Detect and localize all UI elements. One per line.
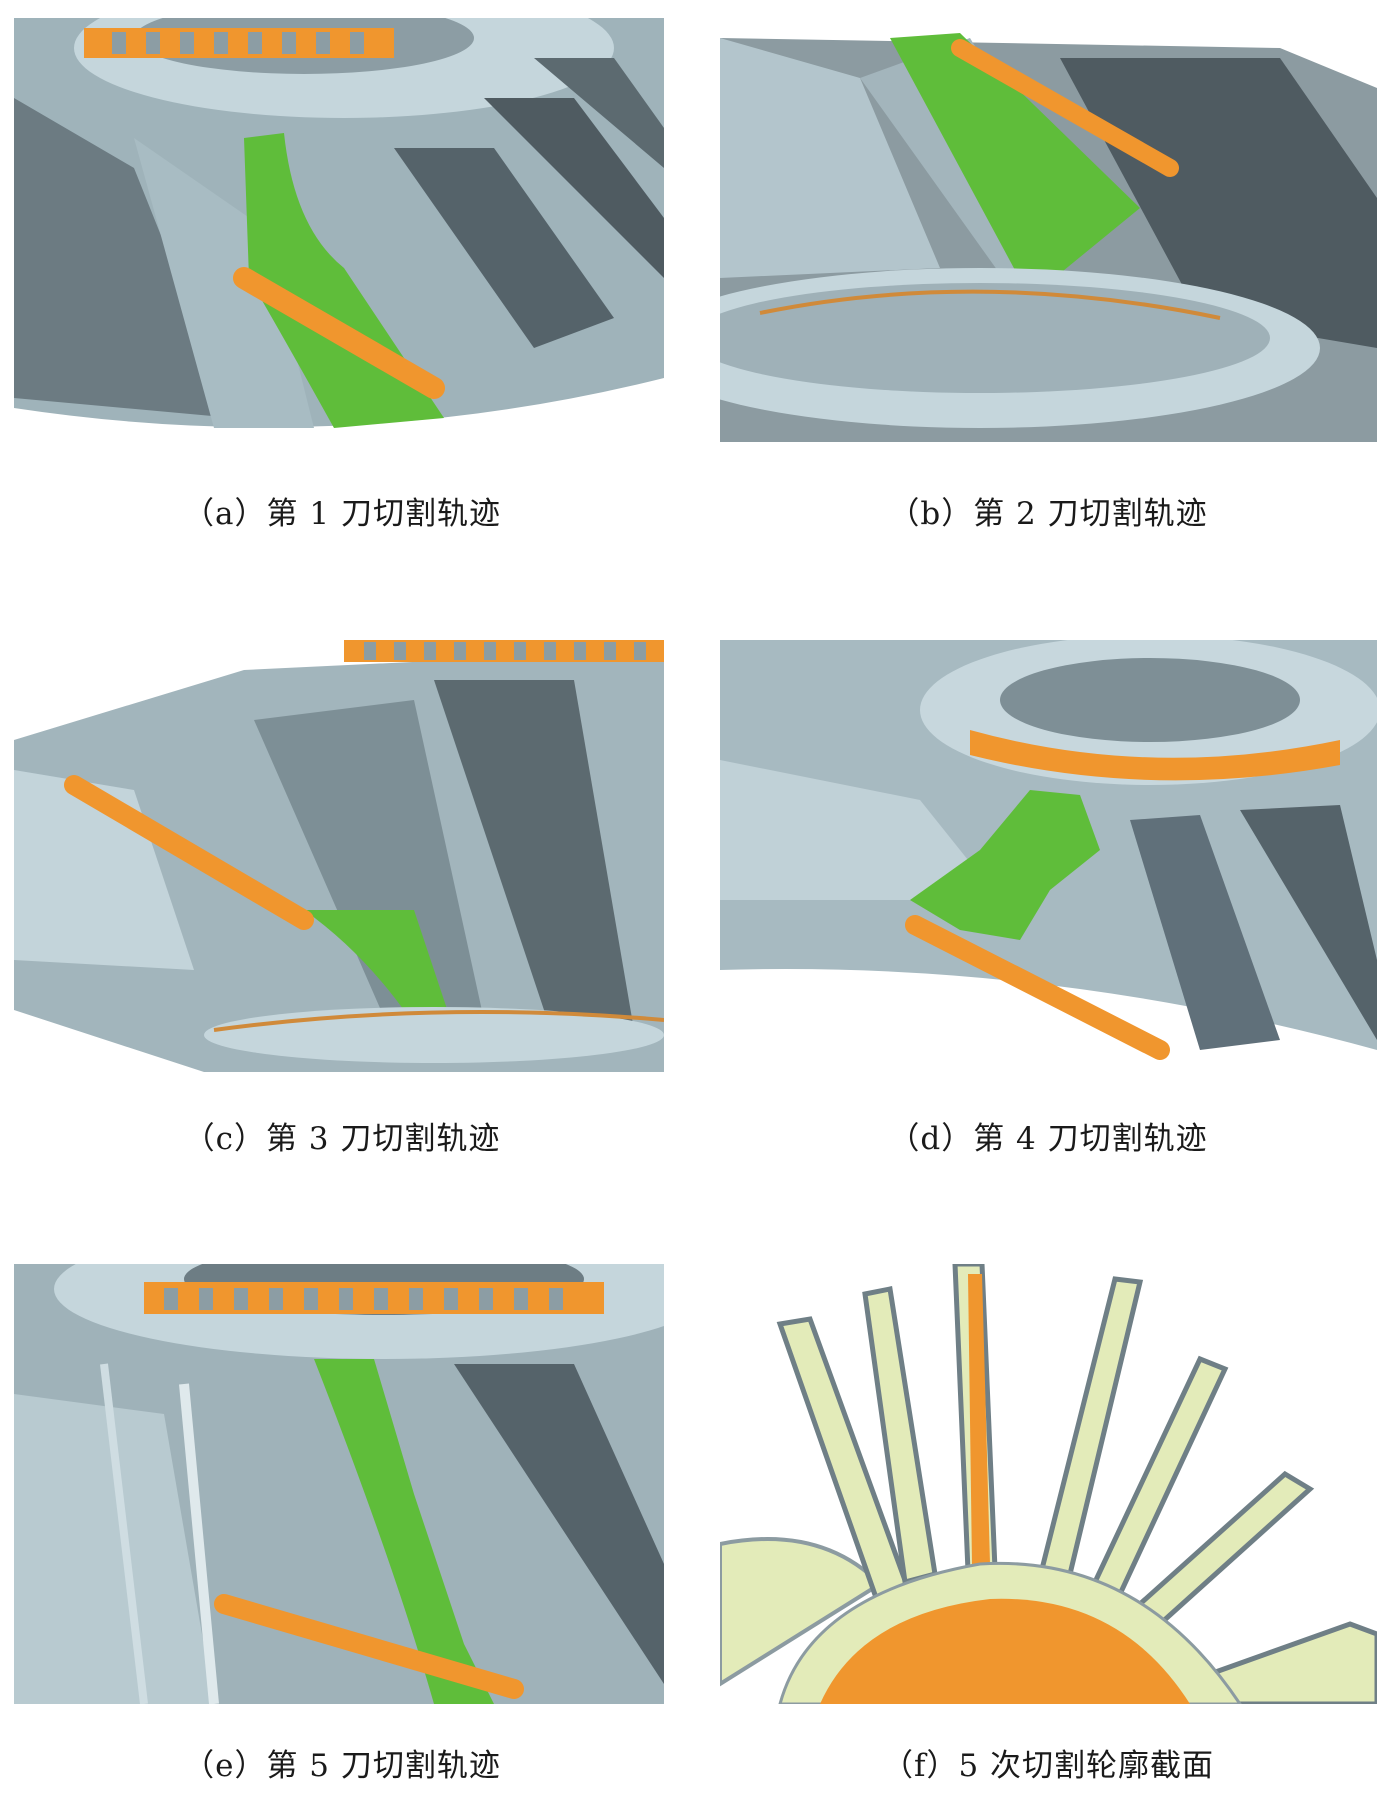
panel-e-cut5-trajectory-image [14,1264,664,1704]
caption-e: （e）第 5 刀切割轨迹 [183,1748,501,1784]
panel-b-cut2-trajectory-image [720,18,1377,442]
caption-b: （b）第 2 刀切割轨迹 [888,496,1208,532]
panel-c-cut3-trajectory-image [14,640,664,1072]
caption-f: （f）5 次切割轮廓截面 [881,1748,1215,1784]
caption-a: （a）第 1 刀切割轨迹 [183,496,501,532]
panel-a-cut1-trajectory-image [14,18,664,442]
caption-d: （d）第 4 刀切割轨迹 [888,1121,1208,1157]
panel-d-cut4-trajectory-image [720,640,1377,1072]
panel-f-cross-section-image [720,1264,1377,1704]
caption-c: （c）第 3 刀切割轨迹 [183,1121,501,1157]
